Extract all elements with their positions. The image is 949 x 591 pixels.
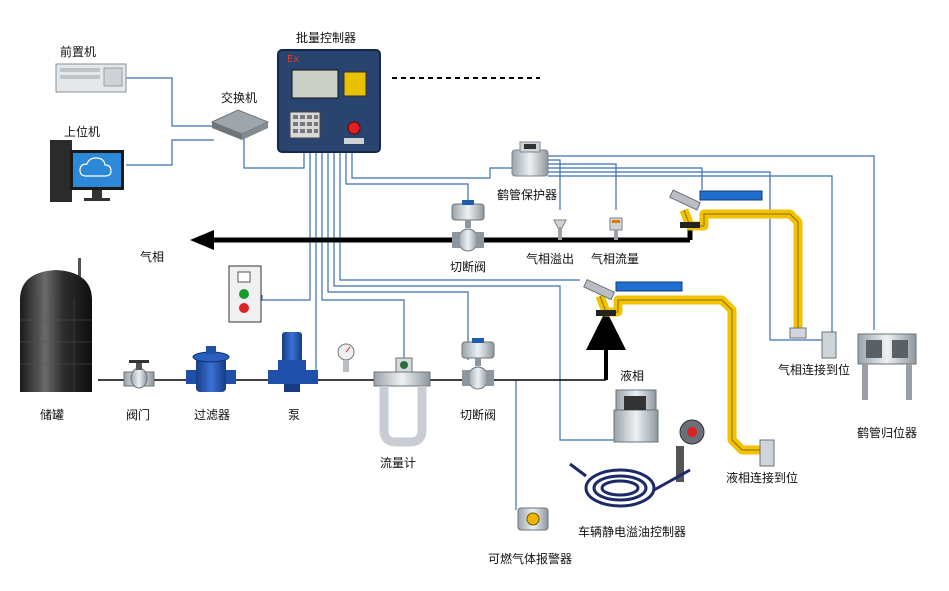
liquid-cutoff-valve-icon (461, 338, 495, 390)
label-switch: 交换机 (221, 91, 258, 105)
front-machine-icon (55, 63, 127, 93)
static-overflow-controller-icon (569, 389, 705, 508)
label-pump: 泵 (288, 408, 301, 422)
gas-alarm-icon (517, 507, 549, 531)
gate-valve-icon (123, 360, 155, 389)
label-batch-controller: 批量控制器 (296, 31, 357, 45)
host-computer-icon (50, 140, 124, 202)
label-filter: 过滤器 (194, 408, 231, 422)
filter-icon (186, 346, 236, 392)
pump-icon (268, 332, 318, 392)
label-arm-home: 鹤管归位器 (857, 426, 918, 440)
label-gas-flow: 气相流量 (591, 252, 640, 266)
label-cutoff-valve-gas: 切断阀 (450, 260, 487, 274)
label-valve: 阀门 (126, 408, 151, 422)
gas-flow-sensor-icon (609, 217, 623, 240)
gas-loading-arm-icon (669, 189, 837, 359)
pressure-gauge-icon (337, 343, 355, 372)
label-liquid-phase: 液相 (620, 369, 645, 383)
label-cutoff-valve-liquid: 切断阀 (460, 408, 497, 422)
batch-controller-icon (277, 49, 381, 153)
label-gas-phase: 气相 (140, 250, 165, 264)
label-gas-connect: 气相连接到位 (778, 363, 851, 377)
status-indicator-icon (228, 265, 262, 323)
label-liquid-connect: 液相连接到位 (726, 471, 799, 485)
flowmeter-icon (373, 357, 431, 447)
label-front-machine: 前置机 (60, 45, 97, 59)
liquid-pipe (98, 310, 626, 381)
label-storage-tank: 储罐 (40, 408, 65, 422)
label-gas-alarm: 可燃气体报警器 (488, 552, 573, 566)
arm-protector-icon (511, 141, 549, 177)
label-arm-protector: 鹤管保护器 (497, 188, 558, 202)
label-static-controller: 车辆静电溢油控制器 (578, 525, 687, 539)
label-gas-overflow: 气相溢出 (526, 252, 575, 266)
signal-lines (126, 77, 875, 510)
gas-cutoff-valve-icon (451, 200, 485, 252)
arm-home-device-icon (857, 333, 917, 400)
storage-tank-icon (20, 258, 92, 392)
label-flowmeter: 流量计 (380, 456, 417, 470)
label-ex-mark: Ex (287, 54, 300, 65)
network-switch-icon (210, 109, 270, 140)
gas-overflow-sensor-icon (553, 219, 567, 240)
label-host-machine: 上位机 (64, 125, 101, 139)
liquid-loading-arm-icon (583, 278, 775, 467)
